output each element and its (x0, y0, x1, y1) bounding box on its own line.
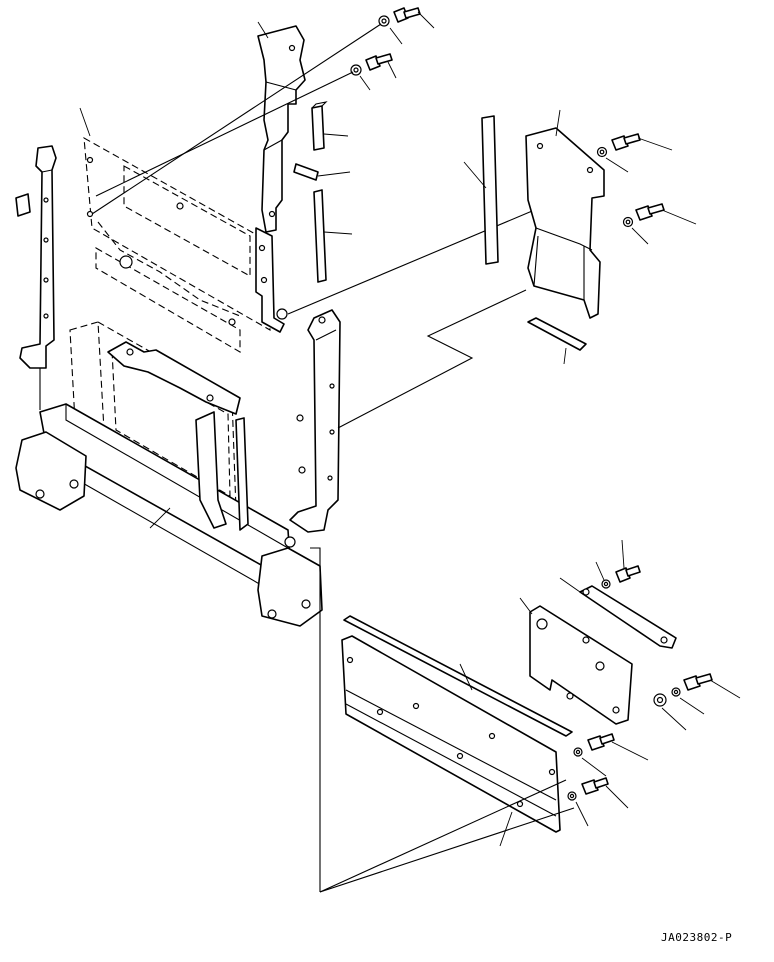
bolt-lower-4 (567, 777, 609, 801)
bottom-cover-plate (341, 635, 561, 833)
long-seal-bar (343, 615, 573, 737)
bolt-lower-1 (601, 565, 641, 589)
tie-bar (579, 585, 677, 649)
duct-cover (525, 127, 605, 319)
bolt-right-1 (596, 133, 641, 158)
left-side-bracket (15, 145, 57, 410)
bolt-right-2 (622, 203, 665, 228)
bottom-seal-strip (527, 317, 587, 351)
shroud-panel (83, 137, 271, 353)
seal-strip-short (311, 101, 328, 151)
bolt-lower-3 (573, 733, 615, 757)
right-side-post (289, 309, 341, 533)
bolt-lower-2 (653, 673, 713, 707)
seal-strip-long (313, 189, 327, 283)
vertical-seal-strip (481, 115, 499, 265)
mount-bracket (529, 605, 633, 725)
shroud-side-bracket (255, 227, 288, 333)
drawing-code: JA023802-P (661, 931, 733, 944)
support-frame (15, 321, 323, 627)
seal-strip-block (293, 163, 319, 181)
upper-baffle-plate (257, 25, 306, 233)
bolt-top-1 (378, 7, 421, 27)
bolt-top-2 (350, 53, 393, 76)
